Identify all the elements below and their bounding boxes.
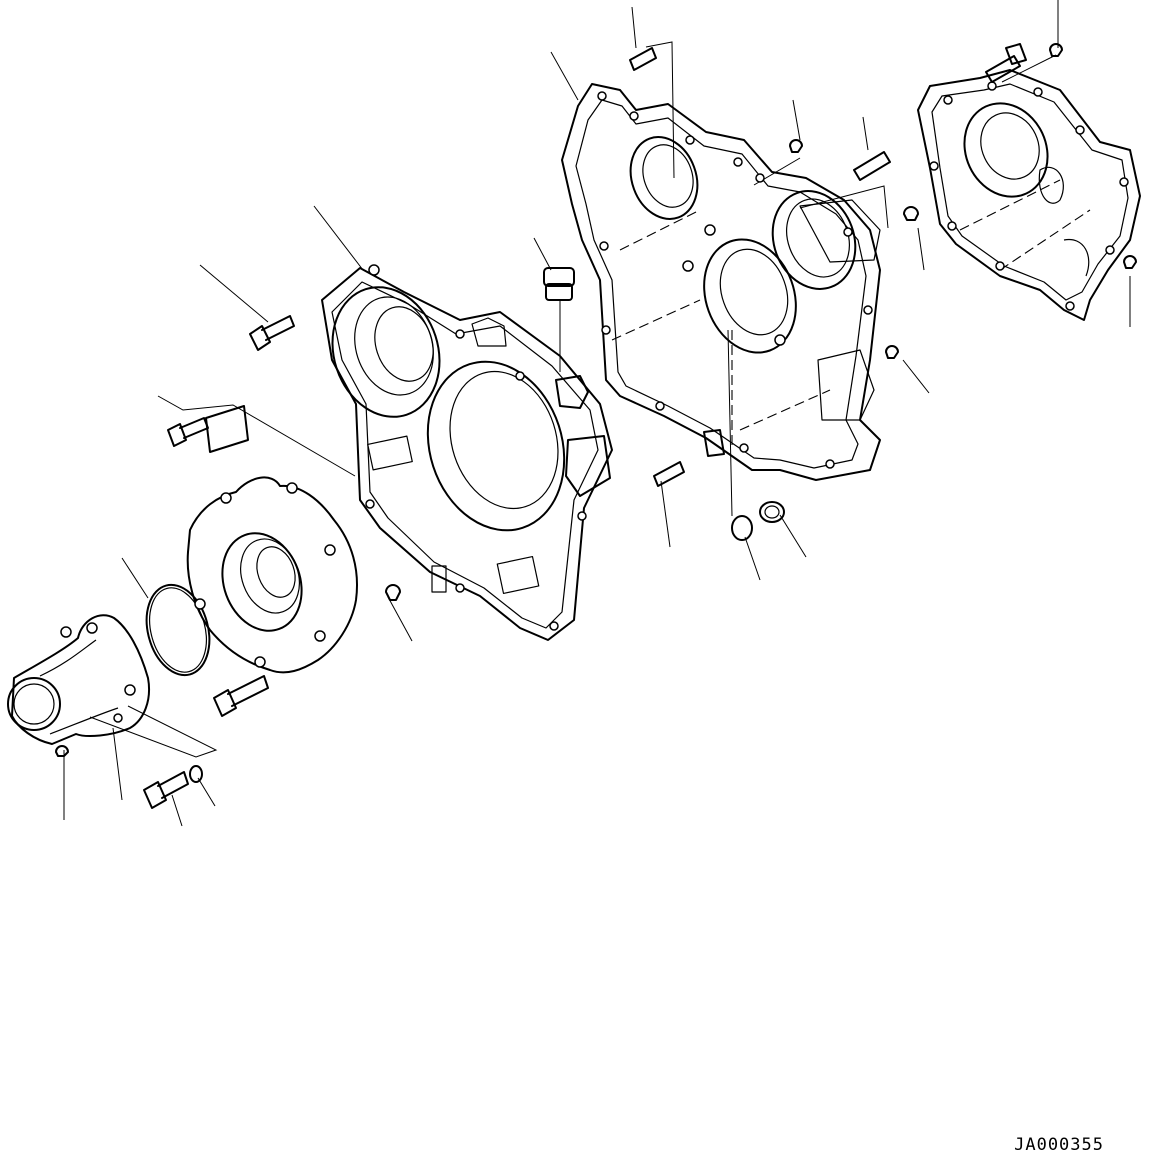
leader-lines [63,0,1131,827]
cap [7,614,150,757]
bolt [853,151,891,181]
front-cover-plate [321,264,613,641]
main-case [561,83,881,481]
dowel-pins [629,47,685,487]
name-plate [205,405,249,453]
drawing-code: JA000355 [1014,1135,1104,1155]
bolts [143,43,1027,809]
bolt [249,315,295,351]
retainer [186,476,358,674]
rear-cover [917,69,1141,321]
bolt [985,43,1027,83]
bolt [167,417,209,447]
washer [189,765,203,783]
plugs [385,43,1137,601]
seal-ring [731,515,753,541]
breather [543,267,575,301]
o-ring [145,583,211,677]
bolt [143,771,189,809]
drain-plug [759,501,785,523]
bolt [213,675,269,717]
